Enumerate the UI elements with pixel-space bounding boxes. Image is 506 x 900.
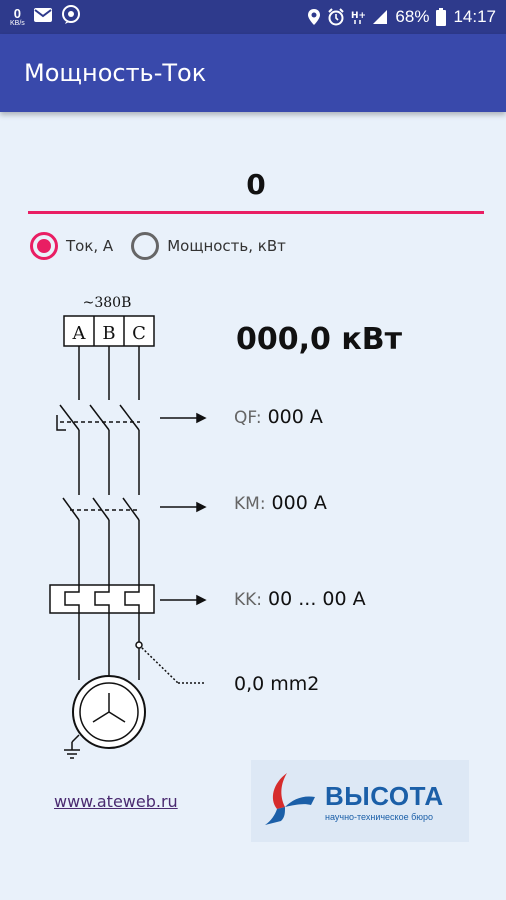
status-bar: 0 KB/s H+ 68% 14:17 [0,0,506,34]
phase-c-label: C [132,323,146,344]
qf-value: 000 А [267,406,323,428]
signal-icon [371,8,389,26]
svg-text:H+: H+ [351,11,365,21]
phase-b-label: B [102,323,115,344]
clock: 14:17 [453,7,496,26]
location-icon [307,8,321,26]
website-link[interactable]: www.ateweb.ru [54,792,178,811]
logo-subtitle: научно-техническое бюро [325,811,434,822]
power-readout: 000,0 кВт [236,322,402,357]
qf-label: QF: [234,408,262,428]
app-title: Мощность-Ток [24,59,207,87]
voltage-label: ~380В [83,295,132,311]
alarm-icon [327,8,345,26]
km-value: 000 А [271,492,327,514]
kk-row: KK: 00 ... 00 А [234,588,366,610]
kk-value: 00 ... 00 А [268,588,366,610]
data-rate-indicator: 0 KB/s [10,7,25,27]
ground-symbol [64,734,80,759]
radio-current-button[interactable] [30,232,58,260]
battery-icon [435,8,447,26]
viber-icon [61,4,81,30]
value-input-text: 0 [246,168,266,201]
value-input[interactable]: 0 [28,158,484,214]
data-rate-unit: KB/s [10,20,25,27]
app-bar: Мощность-Ток [0,34,506,112]
km-row: KM: 000 А [234,492,327,514]
radio-power-button[interactable] [131,232,160,260]
radio-current-label: Ток, А [66,237,114,255]
radio-power-label: Мощность, кВт [167,237,286,255]
battery-percent: 68% [395,7,430,26]
mode-radio-group: Ток, А Мощность, кВт [30,232,286,260]
radio-current[interactable]: Ток, А [30,232,113,260]
logo-title: ВЫСОТА [325,780,444,811]
radio-power[interactable]: Мощность, кВт [131,232,286,260]
qf-row: QF: 000 А [234,406,323,428]
thermal-relay-symbol [49,584,155,614]
cable-section-value: 0,0 mm2 [234,673,320,695]
logo-mark-icon [263,769,321,833]
data-rate-value: 0 [13,6,22,21]
km-label: KM: [234,494,266,514]
cable-row: 0,0 mm2 [234,673,319,695]
company-logo[interactable]: ВЫСОТА научно-техническое бюро [251,760,469,842]
kk-label: KK: [234,590,263,610]
phase-a-label: A [72,323,87,344]
network-hplus-icon: H+ [351,9,365,25]
circuit-schematic: ~380В A B C [49,295,207,759]
email-icon [33,7,53,28]
